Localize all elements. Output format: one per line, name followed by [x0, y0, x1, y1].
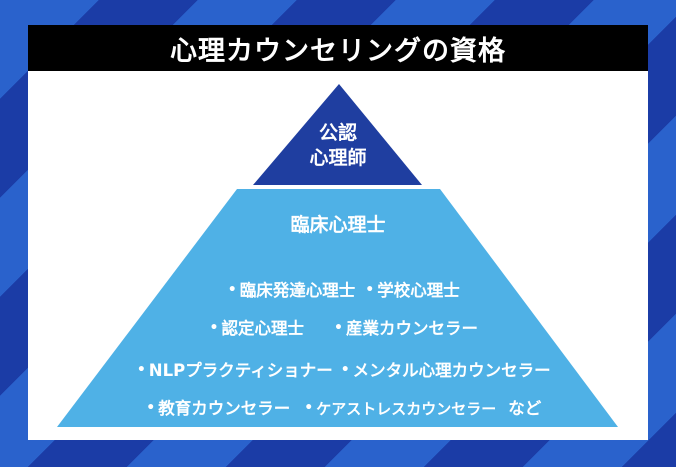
qualification-item: 教育カウンセラー — [158, 399, 291, 418]
base-tier-heading: 臨床心理士 — [290, 214, 386, 236]
qualification-row-4: •教育カウンセラー•ケアストレスカウンセラーなど — [0, 376, 676, 419]
pyramid-top-tier — [253, 84, 422, 185]
qualification-item: NLPプラクティショナー — [148, 361, 333, 380]
qualification-row-2: •認定心理士•産業カウンセラー — [0, 296, 676, 339]
etc-suffix: など — [508, 399, 542, 418]
bullet-icon: • — [227, 282, 237, 298]
bullet-icon: • — [334, 320, 343, 336]
bullet-icon: • — [136, 362, 146, 378]
bullet-icon: • — [365, 282, 375, 298]
qualification-item: ケアストレスカウンセラー — [316, 400, 497, 418]
qualification-item: 産業カウンセラー — [345, 319, 478, 338]
qualification-item: メンタル心理カウンセラー — [352, 361, 551, 380]
bullet-icon: • — [209, 320, 219, 336]
bullet-icon: • — [304, 400, 314, 416]
qualification-row-1: •臨床発達心理士•学校心理士 — [0, 258, 676, 301]
page-title: 心理カウンセリングの資格 — [28, 25, 648, 71]
top-tier-label-line1: 公認 — [318, 122, 357, 144]
qualification-row-3: •NLPプラクティショナー•メンタル心理カウンセラー — [0, 338, 676, 381]
bullet-icon: • — [146, 400, 156, 416]
qualification-item: 学校心理士 — [377, 281, 460, 300]
qualification-item: 臨床発達心理士 — [239, 281, 356, 300]
pyramid-base-tier — [57, 189, 618, 427]
bullet-icon: • — [340, 362, 350, 378]
qualification-item: 認定心理士 — [221, 319, 305, 338]
top-tier-label-line2: 心理師 — [309, 147, 367, 169]
